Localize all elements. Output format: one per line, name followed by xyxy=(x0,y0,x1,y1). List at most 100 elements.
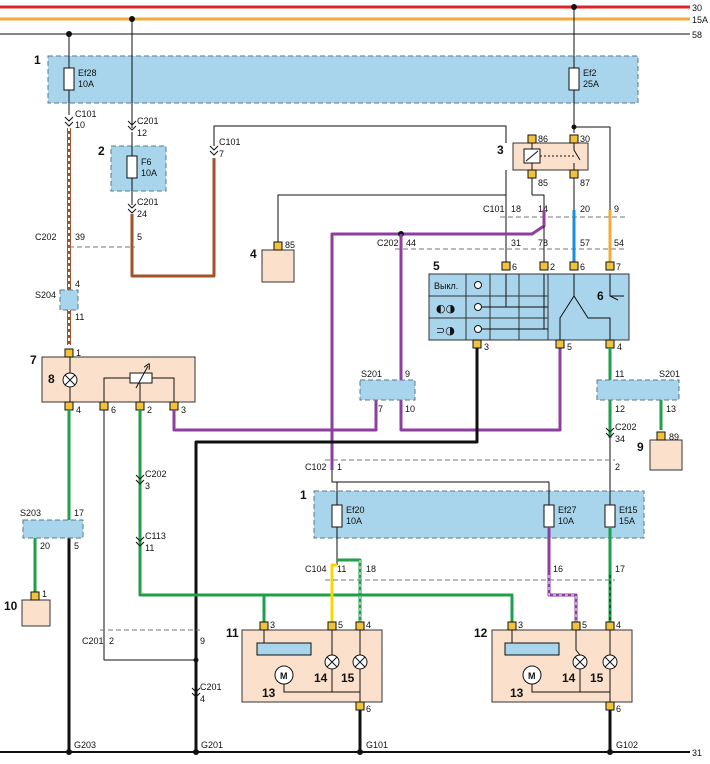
motor-12-body xyxy=(504,642,560,656)
pin-sw-4: 4 xyxy=(617,342,622,352)
fuse-ef27-icon xyxy=(543,504,555,528)
lamp-14a-cross xyxy=(326,656,338,668)
fuse-ef2-icon xyxy=(568,67,580,91)
component-11-number: 11 xyxy=(226,626,239,640)
terminal-sw-5 xyxy=(555,339,565,349)
fuse-block-top xyxy=(47,55,639,104)
splice-s204 xyxy=(59,289,79,311)
junction-g102 xyxy=(607,749,613,755)
component-12-number: 12 xyxy=(474,626,488,640)
connector-c202-mid: C202 xyxy=(377,238,399,248)
terminal-11-5 xyxy=(327,621,337,631)
connector-c201-bottom: C201 xyxy=(200,682,222,692)
pin-c113-11: 11 xyxy=(145,543,154,553)
fuse-f6-label: F6 xyxy=(141,157,152,167)
connector-c202-right: C202 xyxy=(615,422,637,432)
terminal-12-5 xyxy=(571,621,581,631)
connector-c201-f6-out: C201 xyxy=(137,197,159,207)
component-2-number: 2 xyxy=(98,144,105,158)
terminal-11-6 xyxy=(355,701,365,711)
pin-c202-5: 5 xyxy=(137,232,142,242)
switch-contact-head xyxy=(482,274,548,330)
wire-violet-main xyxy=(330,210,546,470)
connector-mark-c202-3 xyxy=(135,474,145,485)
junction-g101 xyxy=(357,749,363,755)
pin-c201-12: 12 xyxy=(137,128,147,138)
pin-9-89: 89 xyxy=(669,432,679,442)
pin-c202-44: 44 xyxy=(406,238,416,248)
pin-54: 54 xyxy=(614,238,624,248)
pin-c202-34: 34 xyxy=(615,434,625,444)
wire-c101-7-up xyxy=(213,125,507,146)
pin-c101-14: 14 xyxy=(538,204,548,214)
terminal-sw-4 xyxy=(605,339,615,349)
fuse-ef27-rating: 10A xyxy=(558,516,574,526)
terminal-87 xyxy=(569,169,579,179)
pin-4-85: 85 xyxy=(285,240,295,250)
fuse-ef15-rating: 15A xyxy=(619,516,635,526)
connector-c104: C104 xyxy=(305,564,327,574)
rail-15a-label: 15A xyxy=(692,15,708,25)
wire-7-2-green xyxy=(138,410,514,625)
parking-light-icon: ◐◑ xyxy=(436,302,455,315)
component-9-number: 9 xyxy=(637,440,644,454)
pin-7-1: 1 xyxy=(76,348,81,358)
fuse-ef28-icon xyxy=(63,67,75,91)
wire-7-6-black xyxy=(103,410,196,661)
pin-c101-7: 7 xyxy=(219,149,224,159)
terminal-sw-6 xyxy=(501,261,511,271)
pin-12-5: 5 xyxy=(582,620,587,630)
switch-pos-head xyxy=(474,325,482,333)
pin-sw-7: 7 xyxy=(616,262,621,272)
pin-11-4: 4 xyxy=(366,620,371,630)
connector-c202-left: C202 xyxy=(35,232,57,242)
switch-contact-park xyxy=(482,274,548,308)
terminal-86 xyxy=(527,134,537,144)
pin-57: 57 xyxy=(580,238,590,248)
fuse-block-lower-number: 1 xyxy=(300,488,307,502)
pin-78: 78 xyxy=(538,238,548,248)
pin-c201-9: 9 xyxy=(200,636,205,646)
wire-ef27-stripe xyxy=(548,575,577,625)
pin-c101-18: 18 xyxy=(511,204,521,214)
fuse-block-top-number: 1 xyxy=(34,53,41,67)
splice-s203-label: S203 xyxy=(20,508,41,518)
pin-7-2: 2 xyxy=(147,405,152,415)
pin-c201-24: 24 xyxy=(137,209,147,219)
pin-s201-12: 12 xyxy=(615,404,625,414)
wire-4-85 xyxy=(277,194,506,262)
component-14b-number: 14 xyxy=(562,671,576,685)
splice-s201-left-label: S201 xyxy=(361,369,382,379)
connector-mark-c113-11 xyxy=(135,536,145,547)
ground-g101: G101 xyxy=(366,740,388,750)
pin-30: 30 xyxy=(580,134,590,144)
pin-7-3: 3 xyxy=(181,405,186,415)
terminal-85 xyxy=(527,169,537,179)
pin-s201-9: 9 xyxy=(405,369,410,379)
splice-s201-left xyxy=(359,379,416,401)
component-4 xyxy=(261,249,295,283)
component-7-number: 7 xyxy=(30,353,37,367)
terminal-sw-6b xyxy=(569,261,579,271)
pin-85: 85 xyxy=(538,178,548,188)
pin-c201-2: 2 xyxy=(109,636,114,646)
pin-7-6: 6 xyxy=(111,405,116,415)
pin-sw-5: 5 xyxy=(567,342,572,352)
relay-3 xyxy=(512,142,589,171)
motor-11-wiring xyxy=(263,630,361,702)
pin-11-5: 5 xyxy=(338,620,343,630)
pin-sw-6: 6 xyxy=(512,262,517,272)
pin-12-3: 3 xyxy=(518,620,523,630)
fuse-ef15-icon xyxy=(604,504,616,528)
connector-c202-left-lower: C202 xyxy=(145,469,167,479)
pin-87: 87 xyxy=(580,178,590,188)
pin-c101-20: 20 xyxy=(580,204,590,214)
pin-31: 31 xyxy=(511,238,521,248)
terminal-12-4 xyxy=(605,621,615,631)
component-4-number: 4 xyxy=(250,247,257,261)
wire-sw3-ground xyxy=(194,348,479,752)
fuse-block-lower xyxy=(313,490,645,539)
pin-c101-10: 10 xyxy=(75,120,85,130)
lamp-14b-cross xyxy=(574,656,586,668)
junction-58 xyxy=(66,31,72,37)
